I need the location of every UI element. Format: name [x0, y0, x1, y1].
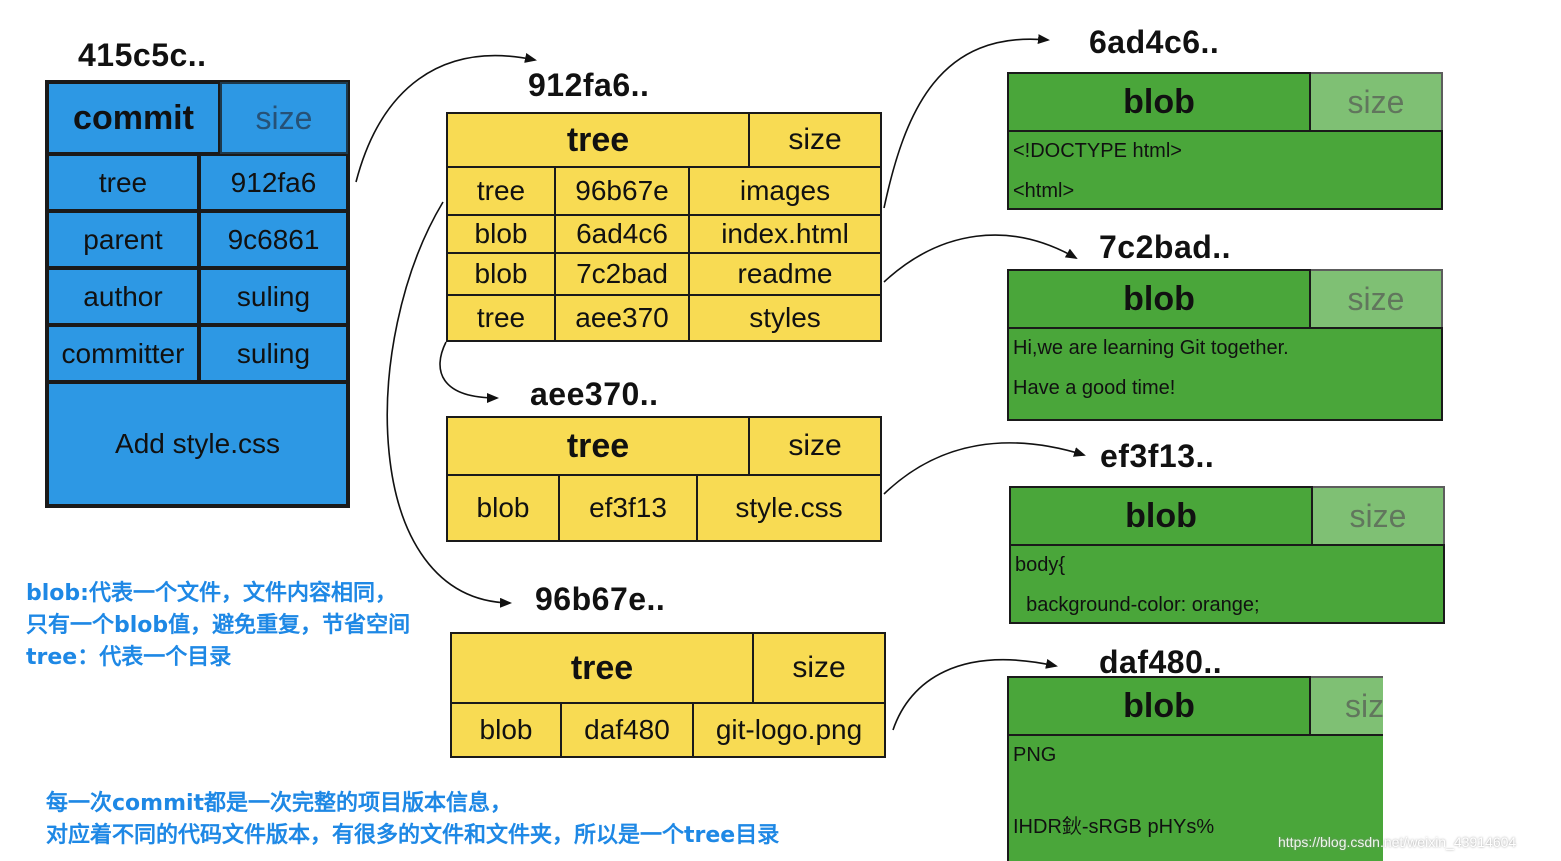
blob-6ad4c6-hash: 6ad4c6..	[1089, 24, 1220, 60]
blob-daf480-object: blob siz PNG IHDR鈥-sRGB pHYs%	[1007, 676, 1383, 861]
tree-entry-name: index.html	[688, 214, 882, 254]
commit-row-value: 912fa6	[199, 154, 348, 211]
tree-type-label: tree	[446, 416, 750, 476]
watermark: https://blog.csdn.net/weixin_43914604	[1278, 834, 1517, 850]
commit-row-key: parent	[47, 211, 199, 268]
blob-size-label: siz	[1309, 676, 1383, 736]
tree-size-label: size	[748, 112, 882, 168]
tree-size-label: size	[752, 632, 886, 704]
blob-content: body{ background-color: orange;	[1009, 544, 1445, 624]
note-bottom-line: 每一次commit都是一次完整的项目版本信息，	[46, 791, 513, 816]
commit-hash: 415c5c..	[78, 37, 207, 73]
blob-content-line: IHDR鈥-sRGB pHYs%	[1013, 816, 1215, 838]
commit-row-value: suling	[199, 268, 348, 325]
arrow-aee370-to-ef3f13	[883, 442, 1086, 495]
blob-daf480-hash: daf480..	[1099, 644, 1223, 680]
blob-content-line: <!DOCTYPE html>	[1013, 140, 1182, 162]
tree-entry-hash: daf480	[560, 702, 694, 758]
arrow-tree-to-6ad4c6	[883, 34, 1050, 209]
tree-size-label: size	[748, 416, 882, 476]
arrow-tree-to-96b67e	[386, 201, 512, 608]
tree-entry-name: git-logo.png	[692, 702, 886, 758]
blob-ef3f13-hash: ef3f13..	[1100, 438, 1215, 474]
blob-content-line: body{	[1015, 554, 1066, 576]
blob-content-line: PNG	[1013, 744, 1057, 766]
commit-row-value: 9c6861	[199, 211, 348, 268]
blob-content: Hi,we are learning Git together. Have a …	[1007, 327, 1443, 421]
blob-7c2bad-object: blob size Hi,we are learning Git togethe…	[1007, 269, 1443, 421]
tree-entry-hash: ef3f13	[558, 474, 698, 542]
blob-content-line: Hi,we are learning Git together.	[1013, 337, 1289, 359]
blob-size-label: size	[1311, 486, 1445, 546]
commit-row-key: author	[47, 268, 199, 325]
tree-entry-type: tree	[446, 294, 556, 342]
arrow-96b67e-to-daf480	[892, 658, 1058, 731]
commit-message: Add style.css	[47, 382, 348, 506]
tree-entry-hash: aee370	[554, 294, 690, 342]
blob-content-line: Have a good time!	[1013, 377, 1176, 399]
tree-96b67e-hash: 96b67e..	[535, 581, 666, 617]
blob-content-line: background-color: orange;	[1015, 594, 1260, 616]
tree-entry-type: blob	[450, 702, 562, 758]
commit-row-key: tree	[47, 154, 199, 211]
tree-aee370-hash: aee370..	[530, 376, 659, 412]
tree-entry-hash: 96b67e	[554, 166, 690, 216]
note-left-line: 只有一个blob值，避免重复，节省空间	[26, 613, 411, 638]
note-left-line: blob:代表一个文件，文件内容相同，	[26, 581, 397, 606]
blob-content: PNG IHDR鈥-sRGB pHYs%	[1007, 734, 1383, 861]
blob-ef3f13-object: blob size body{ background-color: orange…	[1009, 486, 1445, 624]
tree-912fa6-object: tree size tree 96b67e images blob 6ad4c6…	[446, 112, 882, 342]
tree-entry-name: styles	[688, 294, 882, 342]
tree-912fa6-hash: 912fa6..	[528, 67, 650, 103]
arrow-tree-to-aee370	[439, 341, 499, 403]
blob-7c2bad-hash: 7c2bad..	[1099, 229, 1232, 265]
arrow-commit-to-tree	[355, 53, 537, 183]
blob-size-label: size	[1309, 72, 1443, 132]
arrow-tree-to-7c2bad	[883, 234, 1078, 283]
tree-96b67e-object: tree size blob daf480 git-logo.png	[450, 632, 886, 758]
commit-object: commit size tree 912fa6 parent 9c6861 au…	[45, 80, 350, 508]
commit-size-label: size	[220, 82, 348, 154]
blob-size-label: size	[1309, 269, 1443, 329]
note-bottom-line: 对应着不同的代码文件版本，有很多的文件和文件夹，所以是一个tree目录	[46, 823, 780, 848]
tree-aee370-object: tree size blob ef3f13 style.css	[446, 416, 882, 542]
tree-type-label: tree	[450, 632, 754, 704]
tree-entry-name: images	[688, 166, 882, 216]
blob-type-label: blob	[1007, 676, 1311, 736]
commit-type-label: commit	[47, 82, 220, 154]
tree-entry-name: style.css	[696, 474, 882, 542]
blob-content-line: <html>	[1013, 180, 1075, 202]
commit-row-key: committer	[47, 325, 199, 382]
note-left-line: tree：代表一个目录	[26, 645, 232, 670]
blob-6ad4c6-object: blob size <!DOCTYPE html> <html>	[1007, 72, 1443, 210]
commit-row-value: suling	[199, 325, 348, 382]
blob-content: <!DOCTYPE html> <html>	[1007, 130, 1443, 210]
